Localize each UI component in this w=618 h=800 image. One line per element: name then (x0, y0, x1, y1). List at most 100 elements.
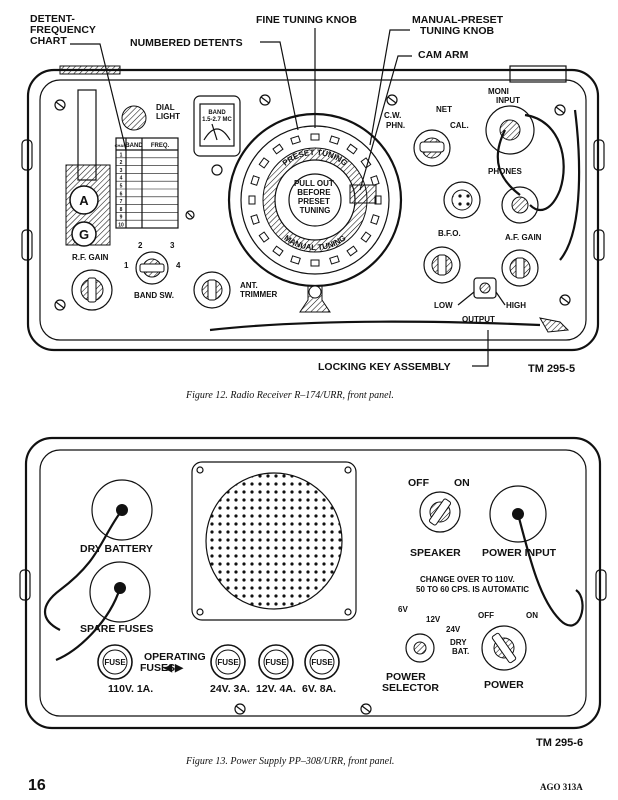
af-gain-label: A.F. GAIN (505, 233, 542, 242)
fuse-cap-ring (215, 649, 241, 675)
ps-screws (234, 703, 372, 715)
callout-locking-key: LOCKING KEY ASSEMBLY (318, 361, 451, 373)
case-hinge-left-top (21, 139, 33, 171)
detent-slot[interactable] (329, 135, 340, 145)
power-switch[interactable] (481, 625, 527, 671)
rf-gain-knob[interactable] (71, 269, 113, 311)
operating-fuses-arrows: ◀ ▶ (163, 662, 184, 674)
chart-row-number: 9 (120, 215, 123, 221)
power-input-label: POWER INPUT (482, 547, 557, 559)
receiver-case (26, 68, 600, 352)
phones-label: PHONES (488, 167, 522, 176)
numbered-detents (248, 133, 382, 267)
locking-key-latch[interactable] (539, 317, 570, 333)
power-supply-case (24, 436, 602, 730)
ant-trimmer-label: ANT.TRIMMER (240, 281, 278, 299)
fine-tuning-knob[interactable] (288, 173, 342, 227)
callout-fine-tuning: FINE TUNING KNOB (256, 14, 357, 26)
power-input-cable (516, 513, 584, 627)
dry-battery-connector[interactable] (91, 479, 153, 541)
case-hinge-right-bottom (593, 229, 605, 261)
fuse-rating: 6V. 8A. (302, 683, 336, 695)
page-number: 16 (28, 777, 46, 794)
knob-g[interactable] (71, 221, 97, 247)
speaker-housing (191, 461, 357, 621)
spare-fuses-holder[interactable] (89, 561, 151, 623)
power-on-label: ON (526, 611, 538, 620)
speaker-label: SPEAKER (410, 547, 461, 559)
detent-slot[interactable] (290, 255, 301, 265)
chart-row-number: 5 (120, 184, 123, 190)
knob-a-label: A (79, 193, 89, 208)
speaker-on-label: ON (454, 477, 470, 489)
af-gain-knob[interactable] (501, 249, 539, 287)
bfo-knob[interactable] (423, 246, 461, 284)
detent-slot[interactable] (346, 143, 358, 155)
dial-light[interactable] (121, 105, 147, 131)
speaker-grille (205, 472, 343, 610)
power-off-label: OFF (478, 611, 494, 620)
detent-slot[interactable] (370, 214, 380, 225)
detent-slot[interactable] (329, 255, 340, 265)
fuse-label: FUSE (311, 658, 333, 667)
mode-switch[interactable] (413, 129, 451, 167)
detent-slot[interactable] (250, 214, 260, 225)
battery-cable (43, 509, 123, 631)
detent-slot[interactable] (272, 143, 284, 155)
ago-code: AGO 313A (540, 782, 583, 792)
dial-stand (299, 285, 331, 313)
band-num-1: 1 (124, 261, 129, 270)
chart-row-number: 8 (120, 207, 123, 213)
chart-row-number: 6 (120, 191, 123, 197)
cable-right (559, 109, 581, 261)
change-over-note: CHANGE OVER TO 110V.50 TO 60 CPS. IS AUT… (416, 575, 529, 594)
chart-row-number: 3 (120, 168, 123, 174)
band-num-2: 2 (138, 241, 143, 250)
power-supply-panel (39, 449, 587, 717)
speaker-off-label: OFF (408, 477, 430, 489)
detent-slot[interactable] (248, 195, 256, 205)
speaker-switch[interactable] (419, 491, 461, 533)
moni-input-jack[interactable] (485, 105, 535, 155)
mode-cw-label: C.W. (384, 111, 401, 120)
chart-row-number: 10 (118, 223, 124, 229)
detent-slot[interactable] (258, 157, 270, 169)
selector-6v: 6V (398, 605, 408, 614)
band-switch[interactable] (135, 251, 169, 285)
detent-slot[interactable] (250, 175, 260, 186)
ant-trimmer-knob[interactable] (193, 271, 231, 309)
detent-slot[interactable] (310, 133, 320, 141)
fuse-cap-ring (102, 649, 128, 675)
cam-arm[interactable] (349, 184, 377, 204)
detent-slot[interactable] (310, 259, 320, 267)
detent-slot[interactable] (290, 135, 301, 145)
detent-slot[interactable] (370, 175, 380, 186)
figure-12-caption: Figure 12. Radio Receiver R–174/URR, fro… (185, 390, 394, 401)
dial-center-text: PULL OUT BEFORE PRESET TUNING (294, 179, 336, 215)
figure-13-power-supply: DRY BATTERY SPARE FUSES OFF ON SPEAKER P… (19, 436, 607, 767)
detent-slot[interactable] (360, 231, 372, 243)
fuse-label: FUSE (265, 658, 287, 667)
chart-header-chan: CHAN. (115, 143, 128, 148)
power-selector-switch[interactable] (405, 633, 435, 663)
knob-a[interactable] (69, 185, 99, 215)
output-switch[interactable] (473, 277, 497, 299)
output-high-label: HIGH (506, 301, 526, 310)
callout-cam-arm: CAM ARM (418, 49, 469, 61)
detent-slot[interactable] (258, 231, 270, 243)
detent-slot[interactable] (272, 245, 284, 257)
figure-12-tm: TM 295-5 (528, 363, 575, 375)
power-input-connector[interactable] (489, 485, 547, 543)
detent-slot[interactable] (346, 245, 358, 257)
phones-jack-2[interactable] (501, 186, 539, 224)
locking-key-assembly[interactable] (209, 320, 541, 332)
phones-jack[interactable] (443, 181, 481, 219)
fuse-cap-ring (263, 649, 289, 675)
chart-row-number: 4 (120, 176, 123, 182)
